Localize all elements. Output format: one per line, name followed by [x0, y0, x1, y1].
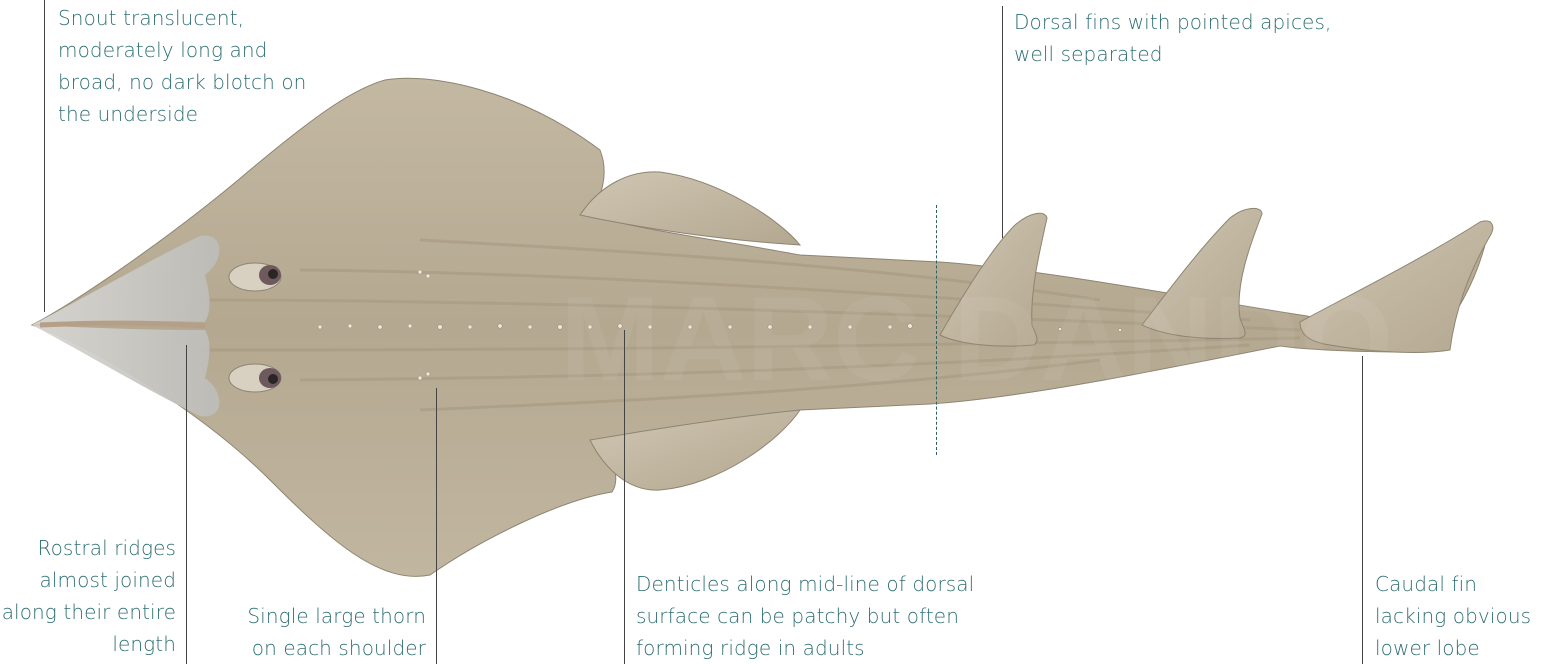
leader-caudal: [1362, 356, 1363, 664]
leader-dorsal-fins: [1002, 6, 1003, 238]
snout-translucent-area-lower: [32, 325, 219, 416]
annotation-denticles: Denticles along mid-line of dorsal surfa…: [636, 568, 996, 664]
annotation-snout: Snout translucent, moderately long and b…: [58, 2, 328, 130]
annotation-caudal: Caudal fin lacking obvious lower lobe: [1375, 568, 1535, 664]
leader-denticles: [624, 330, 625, 664]
rostral-ridges: [40, 323, 205, 326]
eye-upper: [229, 263, 281, 291]
leader-thorn: [436, 388, 437, 664]
watermark: MARC DANDO: [560, 272, 1393, 406]
snout-translucent-area: [32, 236, 219, 325]
eye-lower: [229, 364, 281, 392]
annotation-dorsal-fins: Dorsal fins with pointed apices, well se…: [1014, 6, 1354, 70]
annotation-rostral-ridges: Rostral ridges almost joined along their…: [0, 532, 176, 660]
annotation-thorn: Single large thorn on each shoulder: [236, 600, 426, 664]
leader-rostral-ridges: [186, 345, 187, 664]
dorsal-fin-separation-marker: [936, 205, 937, 455]
leader-snout: [44, 0, 45, 312]
